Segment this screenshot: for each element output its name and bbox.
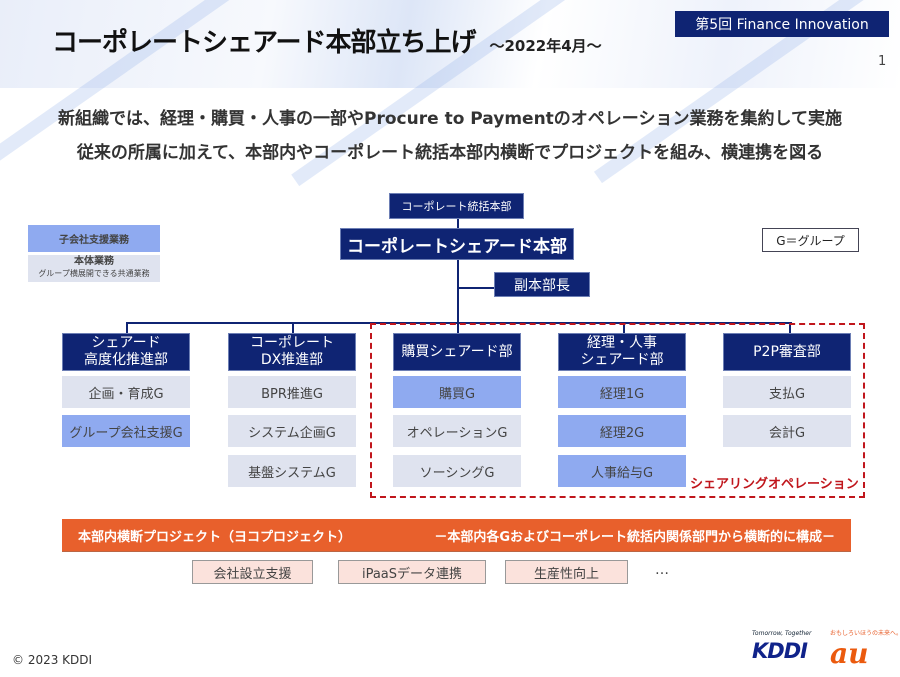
group-box: 支払G [723,376,851,408]
org-deputy: 副本部長 [494,272,590,297]
org-root: コーポレートシェアード本部 [340,228,574,260]
kddi-logo: KDDI [752,639,808,663]
department-box: 経理・人事 シェアード部 [558,333,686,371]
group-box: 経理1G [558,376,686,408]
group-box: オペレーションG [393,415,521,447]
au-logo: au [830,637,869,670]
legend-main-label: 本体業務 [74,256,114,267]
cross-project-title: 本部内横断プロジェクト（ヨコプロジェクト） [78,529,352,545]
sharing-operation-frame [370,323,865,498]
connector [457,219,459,333]
group-box: システム企画G [228,415,356,447]
group-box: BPR推進G [228,376,356,408]
group-box: 企画・育成G [62,376,190,408]
group-box: 人事給与G [558,455,686,487]
connector [789,322,791,333]
department-box: 購買シェアード部 [393,333,521,371]
lead-line-2: 従来の所属に加えて、本部内やコーポレート統括本部内横断でプロジェクトを組み、横連… [76,143,824,163]
legend-subsidiary: 子会社支援業務 [28,225,160,252]
legend-group-note: G＝グループ [762,228,859,252]
department-box: コーポレート DX推進部 [228,333,356,371]
group-box: 経理2G [558,415,686,447]
cross-project-bar: 本部内横断プロジェクト（ヨコプロジェクト） －本部内各Gおよびコーポレート統括内… [62,519,851,552]
connector [292,322,294,333]
connector [458,287,494,289]
sharing-operation-label: シェアリングオペレーション [690,477,859,492]
group-box: ソーシングG [393,455,521,487]
page-title: コーポレートシェアード本部立ち上げ [52,28,476,58]
project-item: 生産性向上 [505,560,628,584]
department-box: P2P審査部 [723,333,851,371]
org-parent: コーポレート統括本部 [389,193,524,219]
event-badge: 第5回 Finance Innovation [675,11,889,37]
group-box: グループ会社支援G [62,415,190,447]
group-box: 会計G [723,415,851,447]
project-item: 会社設立支援 [192,560,313,584]
au-logo-group: おもしろいほうの未来へ。 au [830,630,900,670]
project-more: … [655,562,669,578]
page-subtitle: ～2022年4月～ [489,37,602,55]
legend-main: 本体業務 グループ横展開できる共通業務 [28,255,160,282]
kddi-logo-group: Tomorrow, Together KDDI [752,630,811,664]
kddi-tagline: Tomorrow, Together [752,630,812,637]
department-box: シェアード 高度化推進部 [62,333,190,371]
lead-line-1: 新組織では、経理・購買・人事の一部やProcure to Paymentのオペレ… [58,109,842,129]
cross-project-desc: －本部内各Gおよびコーポレート統括内関係部門から横断的に構成－ [434,529,835,545]
connector [623,322,625,333]
copyright: © 2023 KDDI [12,653,93,667]
title-row: コーポレートシェアード本部立ち上げ ～2022年4月～ [52,22,667,59]
legend-main-sub: グループ横展開できる共通業務 [38,269,150,278]
group-box: 基盤システムG [228,455,356,487]
page-number: 1 [878,54,887,69]
connector [126,322,128,333]
project-item: iPaaSデータ連携 [338,560,486,584]
group-box: 購買G [393,376,521,408]
au-tagline: おもしろいほうの未来へ。 [830,630,900,637]
